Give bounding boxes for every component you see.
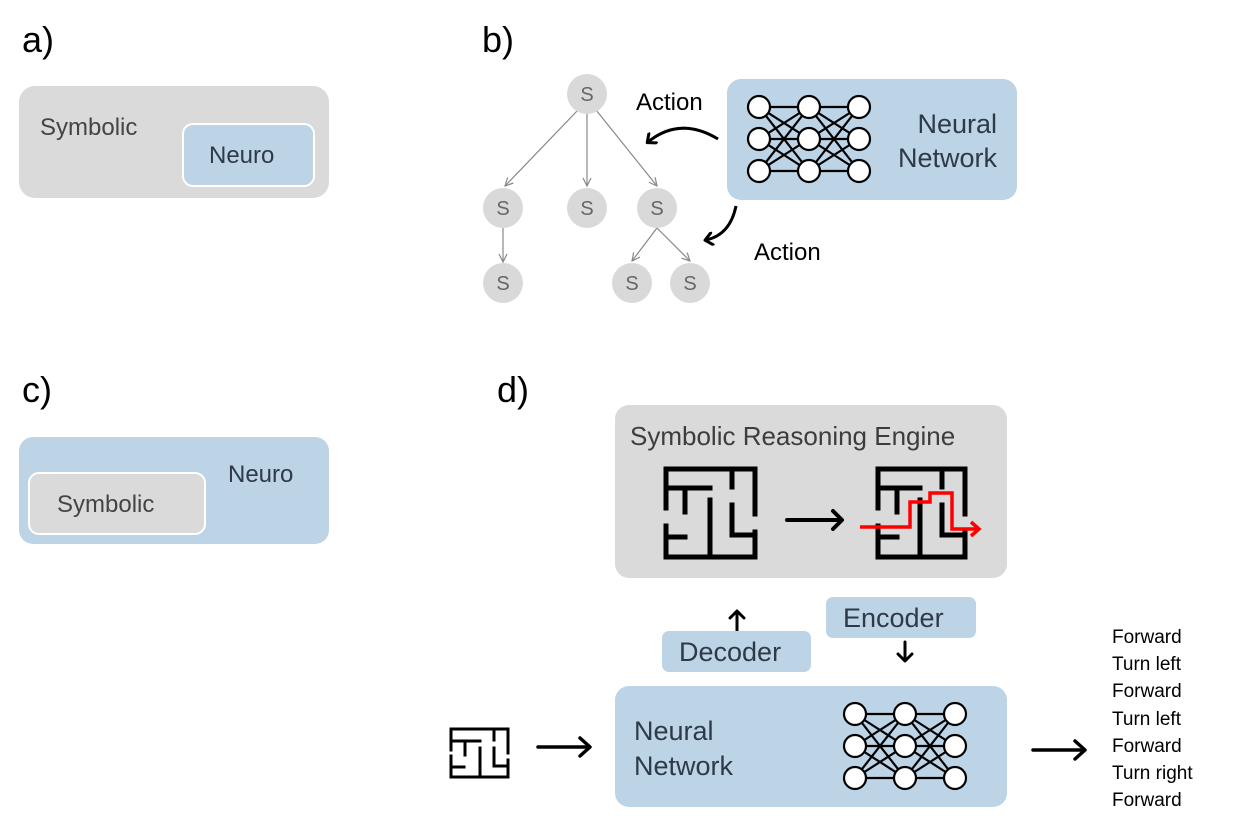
symbolic-inner-box: Symbolic: [28, 472, 206, 535]
input-arrow: [536, 736, 592, 758]
nn-connection: [904, 713, 956, 779]
nn-neuron: [842, 733, 868, 759]
input-maze-icon: [449, 727, 510, 779]
state-node: [483, 188, 523, 228]
neural-network-box-d: Neural Network: [615, 686, 1007, 807]
output-action: Forward: [1112, 735, 1182, 757]
nn-connection: [854, 713, 906, 779]
nn-neuron: [746, 94, 772, 120]
nn-neuron: [796, 126, 822, 152]
state-node-text: S: [580, 198, 593, 220]
decoder-box: Decoder: [662, 631, 811, 672]
tree-edge: [595, 109, 657, 186]
maze-icon: [663, 466, 758, 560]
state-node: [612, 263, 652, 303]
output-action: Forward: [1112, 681, 1182, 703]
nn-connection: [758, 106, 810, 172]
output-action: Forward: [1112, 627, 1182, 648]
state-node-root: [567, 74, 607, 114]
nn-neuron: [746, 158, 772, 184]
nn-neuron: [796, 94, 822, 120]
nn-neuron: [846, 126, 872, 152]
nn-neuron: [842, 765, 868, 791]
symbolic-inner-label: Symbolic: [57, 491, 155, 518]
state-node: [483, 263, 523, 303]
state-node-text: S: [650, 198, 663, 220]
encoder-label: Encoder: [843, 603, 944, 633]
state-node: [567, 188, 607, 228]
panel-d-label: d): [497, 369, 530, 410]
nn-neuron: [842, 701, 868, 727]
output-action-sequence: Forward Turn left Forward Turn left Forw…: [1112, 624, 1193, 814]
nn-neuron: [942, 733, 968, 759]
symbolic-outer-box: Symbolic Neuro: [19, 86, 329, 198]
action-label-top: Action: [636, 89, 703, 116]
nn-connection: [808, 106, 860, 172]
output-action: Turn right: [1112, 763, 1193, 785]
nn-neuron: [746, 126, 772, 152]
neuro-inner-box: Neuro: [182, 123, 315, 187]
symbolic-reasoning-engine-box: Symbolic Reasoning Engine: [615, 405, 1007, 578]
encoder-box: Encoder: [826, 597, 976, 638]
network-label-line1: Neural: [917, 109, 997, 139]
state-node: [637, 188, 677, 228]
network-label-line2: Network: [634, 751, 734, 781]
maze-solved-icon: [875, 466, 968, 560]
neural-network-icon: [746, 94, 872, 184]
nn-neuron: [892, 733, 918, 759]
nn-neuron: [892, 765, 918, 791]
state-node-text: S: [683, 273, 696, 295]
nn-neuron: [892, 701, 918, 727]
state-node-text: S: [496, 198, 509, 220]
tree-edge: [505, 109, 579, 186]
output-action: Turn left: [1112, 708, 1181, 730]
neuro-outer-box: Neuro Symbolic: [19, 437, 329, 544]
nn-neuron: [942, 765, 968, 791]
panel-a-label: a): [22, 19, 55, 60]
state-node-text: S: [625, 273, 638, 295]
state-node-text: S: [496, 273, 509, 295]
network-label-line2: Network: [897, 143, 997, 173]
state-node-text: S: [580, 84, 593, 106]
neural-network-icon: [842, 701, 968, 791]
neuro-inner-label: Neuro: [209, 142, 275, 169]
panel-b-label: b): [482, 19, 515, 60]
tree-edge: [656, 227, 690, 261]
action-arrow-bottom: [706, 205, 738, 240]
maze-solver-illustration: [663, 466, 982, 560]
network-label-line1: Neural: [634, 716, 714, 746]
nn-neuron: [796, 158, 822, 184]
nn-neuron: [846, 94, 872, 120]
decoder-label: Decoder: [679, 637, 782, 667]
tree-edge: [632, 227, 658, 261]
state-node: [670, 263, 710, 303]
neuro-outer-label: Neuro: [228, 461, 294, 488]
panel-c-label: c): [22, 369, 52, 410]
action-arrow-top: [648, 126, 719, 142]
action-label-bottom: Action: [754, 239, 821, 266]
output-action: Turn left: [1112, 654, 1181, 676]
neural-network-box-b: Neural Network: [727, 79, 1017, 200]
symbolic-outer-label: Symbolic: [40, 114, 138, 141]
nn-neuron: [942, 701, 968, 727]
engine-title: Symbolic Reasoning Engine: [630, 421, 956, 451]
nn-neuron: [846, 158, 872, 184]
transform-arrow: [785, 509, 844, 531]
output-action: Forward: [1112, 790, 1182, 812]
solution-path: [860, 491, 982, 538]
output-arrow: [1031, 739, 1087, 761]
